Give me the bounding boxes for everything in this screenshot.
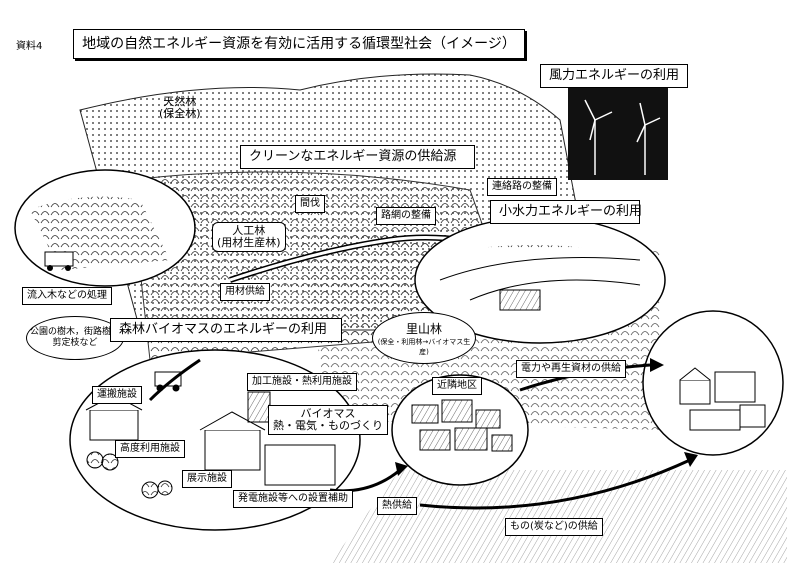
arrow-biomass [148,358,201,402]
timber-supply-label: 用材供給 [220,283,270,301]
processing-label: 加工施設・熱利用施設 [247,373,357,391]
biomass-use-label: 森林バイオマスのエネルギーの利用 [110,318,342,342]
natural-forest-label: 天然林(保全林) [159,95,201,120]
clean-energy-source-label: クリーンなエネルギー資源の供給源 [240,145,475,169]
planted-forest-label: 人工林(用材生産林) [212,222,286,252]
advanced-use-label: 高度利用施設 [115,440,185,458]
arrow-goods [419,458,691,510]
thinning-label: 間伐 [295,195,325,213]
park-trees-note: 公園の樹木，街路樹の剪定枝など [26,316,124,360]
page-title: 地域の自然エネルギー資源を有効に活用する循環型社会（イメージ） [73,29,525,59]
generation-aid-label: 発電施設等への設置補助 [233,490,353,508]
route-maintenance-label: 連絡路の整備 [487,178,557,196]
goods-supply-label: もの(炭など)の供給 [505,518,603,536]
small-hydro-label: 小水力エネルギーの利用 [490,200,642,224]
driftwood-label: 流入木などの処理 [22,287,112,305]
power-supply-label: 電力や再生資材の供給 [516,360,626,378]
town-scene [642,310,784,456]
heat-supply-label: 熱供給 [377,497,417,515]
transport-label: 運搬施設 [92,386,142,404]
fields [330,470,787,563]
biomass-label: バイオマス熱・電気・ものづくり [268,405,388,435]
document-label: 資料4 [16,41,43,52]
wind-turbine-scene [568,85,668,180]
forest-road-label: 路網の整備 [376,207,436,225]
exhibition-label: 展示施設 [182,470,232,488]
wind-energy-label: 風力エネルギーの利用 [540,64,688,88]
neighborhood-label: 近隣地区 [432,377,482,395]
satoyama-label: 里山林 (保全・利用林→バイオマス生産) [372,312,476,364]
